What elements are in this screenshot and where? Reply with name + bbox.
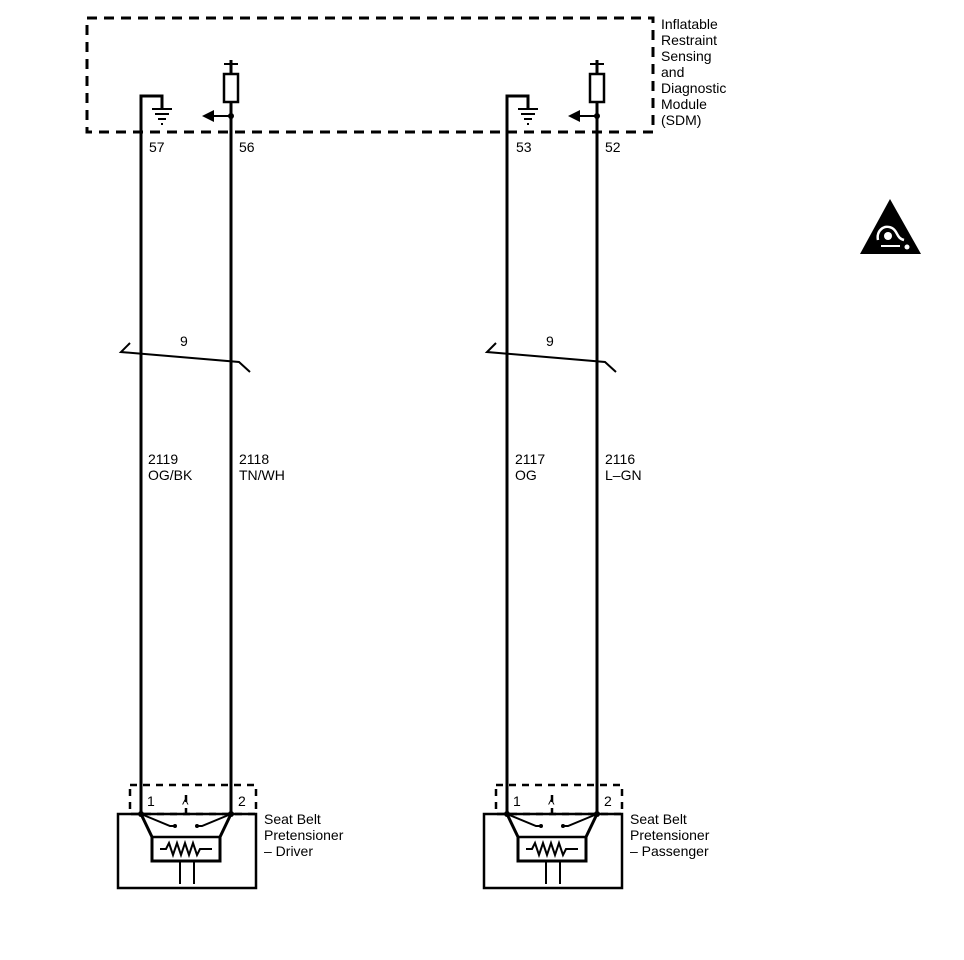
- airbag-warning-triangle-icon: [860, 199, 921, 254]
- driver-pretensioner-housing: [116, 812, 258, 890]
- passenger-label-line: – Passenger: [630, 843, 709, 859]
- driver-pretensioner: ^ 1 2: [116, 783, 258, 890]
- driver-pretensioner-label: Seat Belt Pretensioner – Driver: [264, 811, 347, 859]
- terminal-53: 53: [516, 139, 532, 155]
- wire-2117-circuit: 2117: [515, 451, 545, 467]
- twist-label-passenger: 9: [546, 333, 554, 349]
- wire-2119-circuit: 2119: [148, 451, 178, 467]
- squib-resistor-icon: [526, 839, 578, 859]
- ground-icon: [152, 108, 172, 125]
- driver-pin-1: 1: [147, 793, 155, 809]
- twist-label-driver: 9: [180, 333, 188, 349]
- sdm-passenger-internal: [505, 60, 606, 140]
- wire-2116-color: L–GN: [605, 467, 642, 483]
- sdm-label-line: Inflatable: [661, 16, 718, 32]
- sdm-module-label: Inflatable Restraint Sensing and Diagnos…: [661, 16, 730, 128]
- driver-label-line: Pretensioner: [264, 827, 344, 843]
- passenger-caret-mark: ^: [548, 796, 555, 812]
- sdm-driver-internal: [139, 60, 240, 140]
- sdm-module-boundary: [85, 16, 655, 134]
- passenger-pin-2: 2: [604, 793, 612, 809]
- wire-2119-color: OG/BK: [148, 467, 193, 483]
- twisted-pair-marker-driver: 9: [118, 333, 251, 373]
- driver-label-line: – Driver: [264, 843, 313, 859]
- ground-icon: [518, 108, 538, 125]
- wire-2118-color: TN/WH: [239, 467, 285, 483]
- passenger-pin-1: 1: [513, 793, 521, 809]
- wire-2116-circuit: 2116: [605, 451, 635, 467]
- sdm-label-line: Diagnostic: [661, 80, 726, 96]
- twisted-pair-marker-passenger: 9: [484, 333, 617, 373]
- sdm-label-line: Module: [661, 96, 707, 112]
- sdm-label-line: and: [661, 64, 684, 80]
- terminal-52: 52: [605, 139, 621, 155]
- terminal-56: 56: [239, 139, 255, 155]
- passenger-pretensioner-label: Seat Belt Pretensioner – Passenger: [630, 811, 713, 859]
- sdm-label-line: Sensing: [661, 48, 712, 64]
- passenger-label-line: Pretensioner: [630, 827, 710, 843]
- pullup-resistor-icon: [222, 72, 240, 104]
- terminal-57: 57: [149, 139, 165, 155]
- wire-2117-color: OG: [515, 467, 537, 483]
- passenger-pretensioner: ^ 1 2: [482, 783, 624, 890]
- sdm-label-line: (SDM): [661, 112, 701, 128]
- squib-resistor-icon: [160, 839, 212, 859]
- passenger-label-line: Seat Belt: [630, 811, 687, 827]
- arrow-left-icon: [202, 110, 214, 122]
- driver-pin-2: 2: [238, 793, 246, 809]
- driver-caret-mark: ^: [182, 796, 189, 812]
- pullup-resistor-icon: [588, 72, 606, 104]
- wire-2118-circuit: 2118: [239, 451, 269, 467]
- sdm-label-line: Restraint: [661, 32, 717, 48]
- driver-label-line: Seat Belt: [264, 811, 321, 827]
- arrow-left-icon: [568, 110, 580, 122]
- passenger-pretensioner-housing: [482, 812, 624, 890]
